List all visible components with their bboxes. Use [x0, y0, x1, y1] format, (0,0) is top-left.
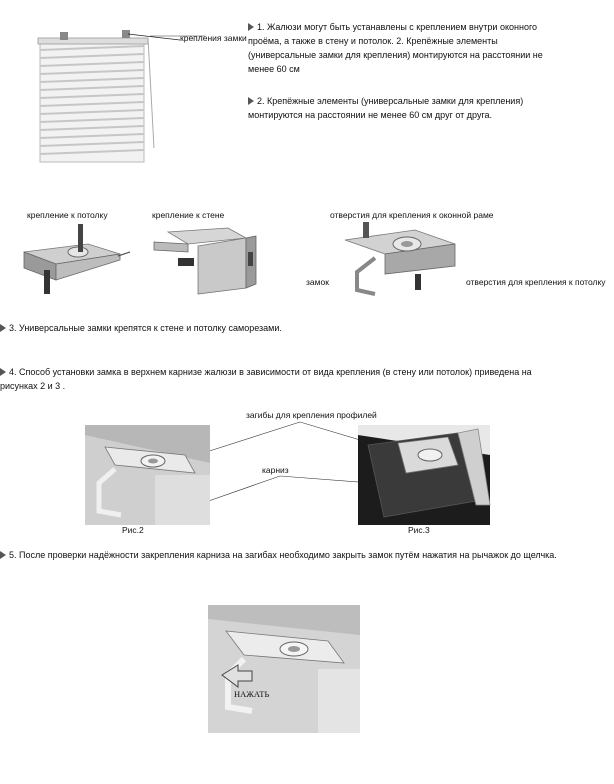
label-fig2: Рис.2: [122, 525, 144, 535]
blinds-drawing: [37, 30, 181, 163]
lock-detail-drawing: [344, 222, 456, 296]
figure-3: [358, 425, 491, 525]
label-lock: крепления замки: [180, 33, 247, 43]
press-lever-drawing: [208, 605, 360, 733]
step-2: 2. Крепёжные элементы (универсальные зам…: [248, 96, 524, 120]
arrow-bullet-icon: [0, 324, 6, 332]
figure-3-drawing: [358, 425, 491, 525]
label-ceiling: крепление к потолку: [27, 210, 108, 220]
step-5: 5. После проверки надёжности закрепления…: [0, 548, 560, 562]
arrow-bullet-icon: [0, 551, 6, 559]
arrow-bullet-icon: [248, 97, 254, 105]
press-lever-illustration: [208, 605, 360, 733]
step-4: 4. Способ установки замка в верхнем карн…: [0, 367, 532, 391]
label-wall: крепление к стене: [152, 210, 225, 220]
ceiling-mount-illustration: [18, 222, 133, 300]
label-press: НАЖАТЬ: [234, 689, 270, 699]
arrow-bullet-icon: [0, 368, 6, 376]
label-zamok: замок: [306, 277, 329, 287]
label-bends: загибы для крепления профилей: [246, 410, 377, 420]
label-cornice: карниз: [262, 465, 289, 475]
label-fig3: Рис.3: [408, 525, 430, 535]
figure-2: [85, 425, 210, 525]
step-1: 1. Жалюзи могут быть устанавлены с крепл…: [248, 22, 543, 74]
ceiling-mount-drawing: [23, 224, 131, 294]
lock-detail-illustration: [335, 218, 475, 303]
step-3: 3. Универсальные замки крепятся к стене …: [0, 321, 600, 335]
blinds-illustration: [30, 28, 181, 163]
arrow-bullet-icon: [248, 23, 254, 31]
figure-2-drawing: [85, 425, 210, 525]
label-ceiling-hole: отверстия для крепления к потолку: [466, 277, 606, 287]
label-frame-hole: отверстия для крепления к оконной раме: [330, 210, 494, 220]
wall-mount-drawing: [153, 227, 257, 295]
wall-mount-illustration: [148, 222, 268, 297]
